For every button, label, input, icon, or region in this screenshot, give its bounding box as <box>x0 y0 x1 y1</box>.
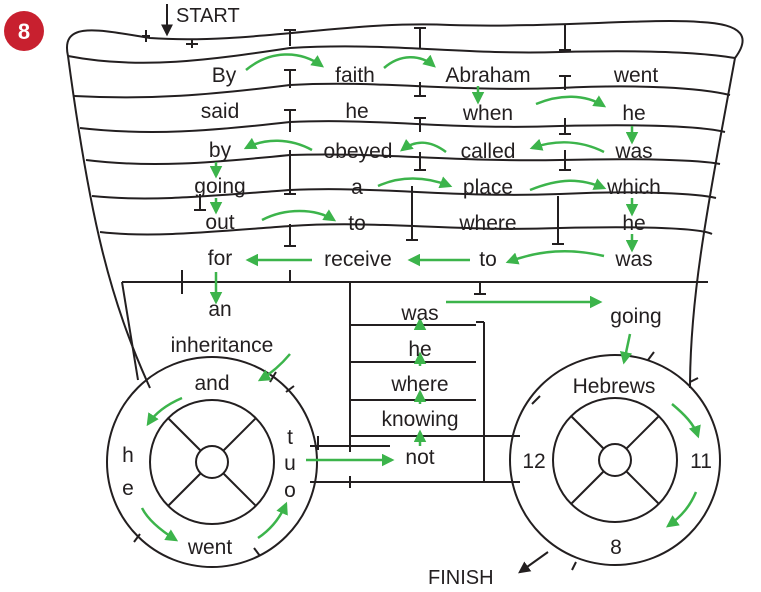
start-label: START <box>176 5 240 27</box>
left-wheel <box>106 356 318 568</box>
tick-marks <box>142 24 571 295</box>
word-out: out <box>205 211 234 234</box>
right-wheel <box>509 351 721 571</box>
reading-path-arrows <box>140 53 701 542</box>
center-structure <box>310 282 520 488</box>
word-hebrews: Hebrews <box>573 375 656 398</box>
word-and: and <box>194 372 229 395</box>
word-knowing: knowing <box>381 408 458 431</box>
word-t: t <box>287 426 293 449</box>
word-o: o <box>284 479 296 502</box>
word-he-row2: he <box>345 100 368 123</box>
puzzle-number-badge: 8 <box>4 11 44 51</box>
word-inheritance: inheritance <box>171 334 274 357</box>
word-obeyed: obeyed <box>324 140 393 163</box>
word-to-row6: to <box>479 248 497 271</box>
word-faith: faith <box>335 64 375 87</box>
wagon-row-lines <box>67 45 736 381</box>
word-he-row5: he <box>622 212 645 235</box>
word-by: By <box>212 64 237 87</box>
word-h: h <box>122 444 134 467</box>
finish-label: FINISH <box>428 567 494 589</box>
word-called: called <box>461 140 516 163</box>
word-went-wheel: went <box>187 536 233 559</box>
word-went: went <box>613 64 659 87</box>
word-for: for <box>208 247 233 270</box>
word-12: 12 <box>522 450 545 473</box>
word-he-center: he <box>408 338 431 361</box>
word-u: u <box>284 452 296 475</box>
word-was-row6: was <box>614 248 652 271</box>
word-not: not <box>405 446 434 469</box>
word-where-center: where <box>390 373 448 396</box>
word-by-row3: by <box>209 139 232 162</box>
word-going-row4: going <box>194 175 245 198</box>
word-where-row5: where <box>458 212 516 235</box>
word-going-right: going <box>610 305 661 328</box>
word-8: 8 <box>610 536 622 559</box>
word-to-row5: to <box>348 212 366 235</box>
finish-marker: FINISH <box>428 551 549 589</box>
word-labels: By faith Abraham went said he when he by… <box>122 64 712 559</box>
word-11: 11 <box>690 450 712 473</box>
word-place: place <box>463 176 513 199</box>
word-receive: receive <box>324 248 392 271</box>
word-was-center: was <box>400 302 438 325</box>
word-he-row2b: he <box>622 102 645 125</box>
word-when: when <box>462 102 513 125</box>
word-a: a <box>351 176 363 199</box>
puzzle-number: 8 <box>18 19 30 44</box>
wagon-cover <box>65 20 744 389</box>
word-abraham: Abraham <box>445 64 530 87</box>
word-an: an <box>208 298 231 321</box>
word-e: e <box>122 477 134 500</box>
word-which: which <box>606 176 661 199</box>
word-said: said <box>201 100 240 123</box>
word-was-row3: was <box>614 140 652 163</box>
start-marker: START <box>161 4 240 37</box>
